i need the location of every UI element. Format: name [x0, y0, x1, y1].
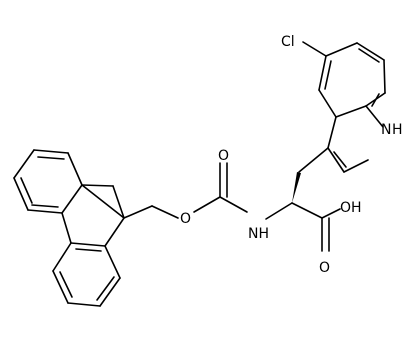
fluorene-group: [13, 149, 125, 307]
indole-nh-label: H: [392, 122, 403, 138]
indole-group: [298, 41, 386, 173]
acid-carbonyl-oxygen-label: O: [319, 260, 330, 276]
fluorene-five-ring: [61, 184, 125, 244]
indole-n-label: N: [381, 122, 391, 138]
carbamate-nh-label: NH: [248, 226, 269, 242]
carbamate-carbonyl-oxygen-label: O: [218, 148, 229, 164]
atom-labels: Cl N H O O NH OH O: [180, 34, 403, 276]
acid-oh-label: OH: [340, 200, 362, 216]
amino-acid-backbone: [265, 172, 341, 252]
fluorene-lower-ring: [52, 217, 125, 307]
carbamate-ether-oxygen-label: O: [180, 211, 191, 227]
chlorine-label: Cl: [281, 34, 295, 50]
fmoc-linker: [123, 162, 248, 219]
fluorene-upper-ring: [13, 149, 83, 214]
stereo-wedge-bond: [292, 172, 301, 203]
